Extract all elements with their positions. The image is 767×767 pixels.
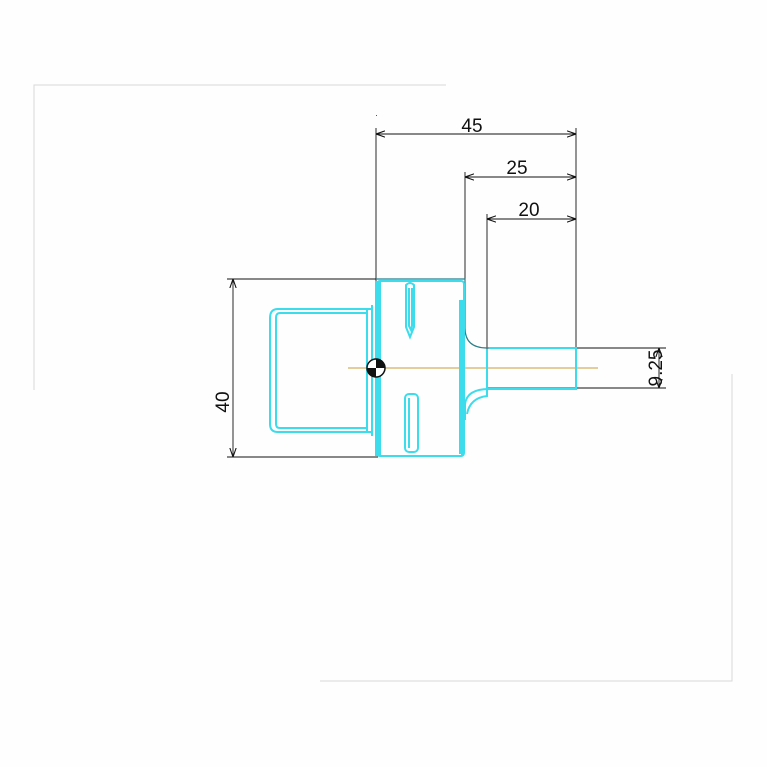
dimension-label-40: 40 [213, 391, 234, 412]
dimension-tab-width [486, 214, 576, 388]
origin-dot [376, 115, 377, 116]
frame-top-left [33, 84, 446, 390]
dimension-label-25: 25 [506, 158, 527, 179]
dimension-flange-width [464, 172, 576, 280]
lower-slot [404, 393, 419, 453]
center-of-gravity-icon [366, 358, 386, 378]
upper-slot [405, 282, 415, 340]
viewport-frame [33, 84, 733, 682]
right-tab [464, 347, 577, 420]
dimension-label-45: 45 [461, 116, 482, 137]
dimension-label-9-25: 9.25 [646, 350, 667, 387]
left-flange [269, 308, 372, 433]
frame-bottom-right [320, 374, 733, 682]
dimension-label-20: 20 [518, 200, 539, 221]
